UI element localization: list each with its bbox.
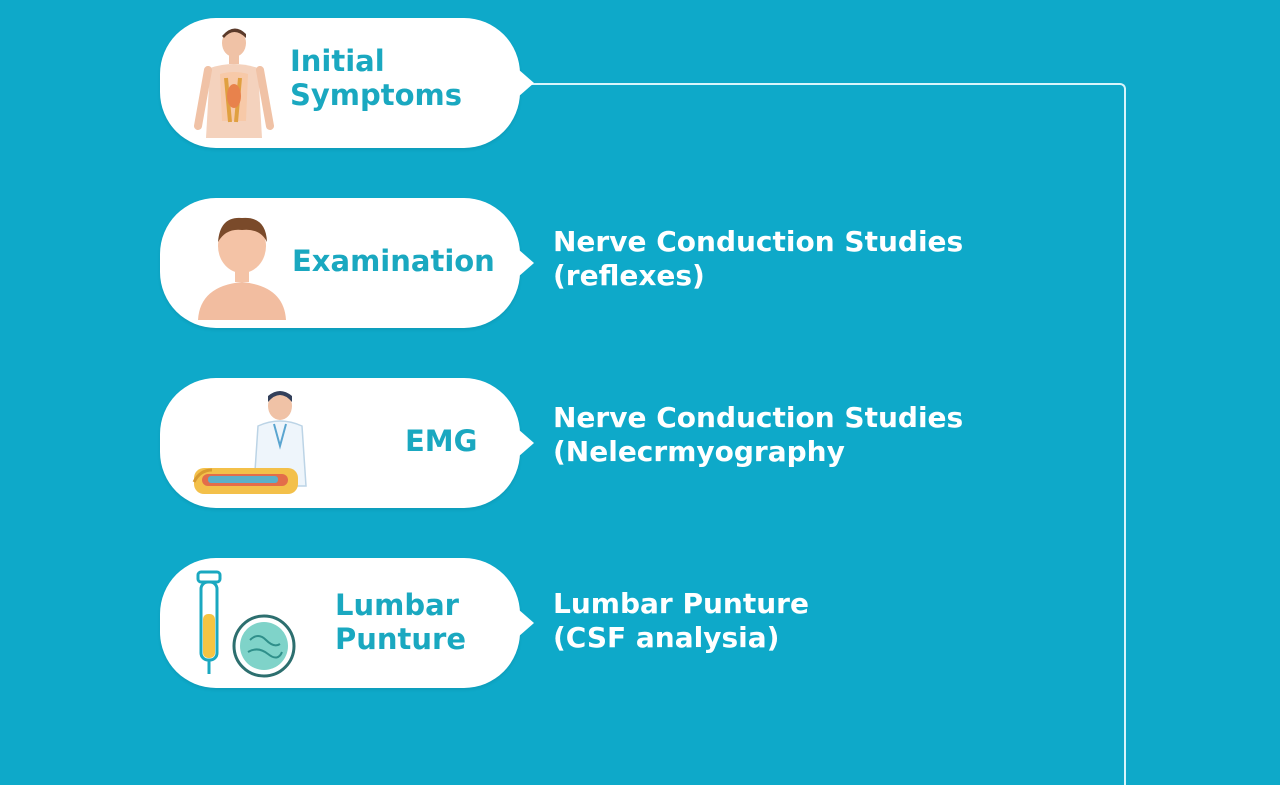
step-emg: EMG: [160, 378, 520, 508]
connector-line: [528, 83, 1126, 785]
step-label: Initial Symptoms: [290, 44, 463, 112]
step-description-lumbar-punture: Lumbar Punture (CSF analysia): [553, 587, 809, 654]
doctor-with-limb-icon: [192, 391, 307, 494]
test-tube-and-cell-icon: [196, 570, 296, 678]
step-label: Examination: [292, 244, 495, 278]
step-description-examination: Nerve Conduction Studies (reflexes): [553, 225, 964, 292]
step-description-emg: Nerve Conduction Studies (Nelecrmyograph…: [553, 401, 964, 468]
step-examination: Examination: [160, 198, 520, 328]
step-label: EMG: [405, 424, 478, 458]
step-label: Lumbar Punture: [335, 588, 467, 656]
flow-diagram: Initial Symptoms Examination EMG: [0, 0, 1280, 720]
step-lumbar-punture: Lumbar Punture: [160, 558, 520, 688]
patient-icon: [198, 217, 286, 320]
step-initial-symptoms: Initial Symptoms: [160, 18, 520, 148]
body-anatomy-icon: [194, 28, 274, 138]
